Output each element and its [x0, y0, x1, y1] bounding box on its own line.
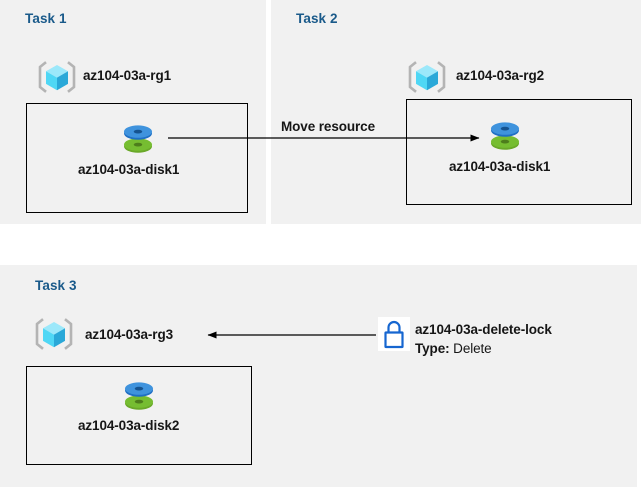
panel-task-3: [0, 265, 637, 487]
resource-container-task-3: [26, 366, 252, 465]
panel-title-task-2: Task 2: [296, 11, 338, 26]
resource-group-label-task-1: az104-03a-rg1: [83, 68, 172, 83]
resource-group-label-task-3: az104-03a-rg3: [85, 327, 174, 342]
resource-container-task-2: [406, 99, 632, 205]
resource-label-task-2: az104-03a-disk1: [449, 159, 551, 174]
resource-label-task-1: az104-03a-disk1: [78, 162, 180, 177]
lock-type-label: Type: Delete: [415, 341, 492, 356]
resource-group-cube-icon: [36, 56, 78, 98]
lock-name-label: az104-03a-delete-lock: [415, 322, 552, 337]
lock-type-value: Delete: [453, 341, 492, 356]
panel-title-task-1: Task 1: [25, 11, 67, 26]
resource-label-task-3: az104-03a-disk2: [78, 418, 180, 433]
resource-group-label-task-2: az104-03a-rg2: [456, 68, 545, 83]
lock-type-key: Type:: [415, 341, 450, 356]
panel-task-1: [0, 0, 266, 224]
resource-group-cube-icon-task-2: [406, 56, 448, 98]
managed-disk-icon-task-2: [483, 112, 527, 156]
resource-container-task-1: [26, 103, 248, 213]
managed-disk-icon-task-3: [117, 372, 161, 416]
panel-title-task-3: Task 3: [35, 278, 77, 293]
resource-lock-icon: [378, 317, 410, 351]
panel-task-2: [271, 0, 641, 224]
resource-group-cube-icon-task-3: [33, 313, 75, 355]
edge-label-move-resource: Move resource: [281, 119, 375, 134]
managed-disk-icon-task-1: [116, 115, 160, 159]
